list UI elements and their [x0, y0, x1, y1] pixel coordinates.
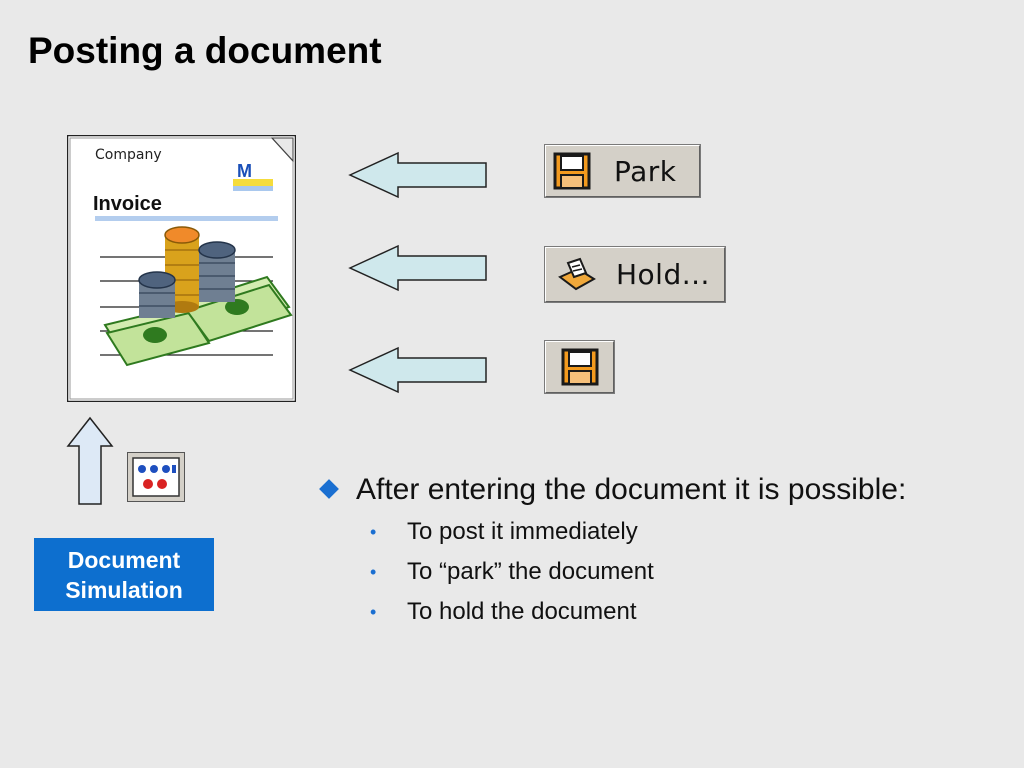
document-simulation-label: Document Simulation	[34, 538, 214, 611]
floppy-disk-icon	[561, 348, 598, 386]
hold-label: Hold...	[616, 258, 710, 291]
invoice-text: Invoice	[93, 193, 162, 215]
company-text: Company	[95, 147, 162, 163]
document-simulation-icon[interactable]	[127, 452, 185, 502]
bullet-sub-text: To “park” the document	[407, 558, 654, 585]
floppy-disk-icon	[553, 152, 591, 190]
slide-title: Posting a document	[28, 30, 382, 71]
arrow-left-2	[348, 244, 487, 292]
arrow-up	[66, 416, 114, 505]
bullet-dot-icon: •	[370, 562, 377, 582]
coins-icon	[138, 226, 236, 318]
park-label: Park	[614, 154, 677, 188]
hold-button[interactable]: Hold...	[544, 246, 726, 303]
hold-icon	[558, 257, 596, 290]
post-button[interactable]	[544, 340, 615, 394]
document-simulation-line1: Document	[67, 546, 181, 573]
invoice-illustration: Company Invoice M	[67, 135, 296, 402]
bullet-sub-item: • To “park” the document	[318, 552, 918, 592]
bullet-list: After entering the document it is possib…	[318, 470, 918, 632]
bullet-sub-text: To post it immediately	[407, 518, 638, 545]
bullet-main: After entering the document it is possib…	[318, 470, 918, 510]
bullet-dot-icon: •	[370, 522, 377, 542]
logo-text: M	[237, 161, 252, 181]
bullet-main-text: After entering the document it is possib…	[356, 473, 907, 506]
bullet-dot-icon: •	[370, 602, 377, 622]
diamond-bullet-icon	[319, 479, 339, 499]
arrow-left-3	[348, 346, 487, 394]
bullet-sub-item: • To hold the document	[318, 592, 918, 632]
arrow-left-1	[348, 151, 487, 199]
bullet-sub-item: • To post it immediately	[318, 512, 918, 552]
document-simulation-line2: Simulation	[65, 576, 183, 603]
park-button[interactable]: Park	[544, 144, 701, 198]
bullet-sub-text: To hold the document	[407, 598, 637, 625]
money-icon	[103, 275, 293, 367]
